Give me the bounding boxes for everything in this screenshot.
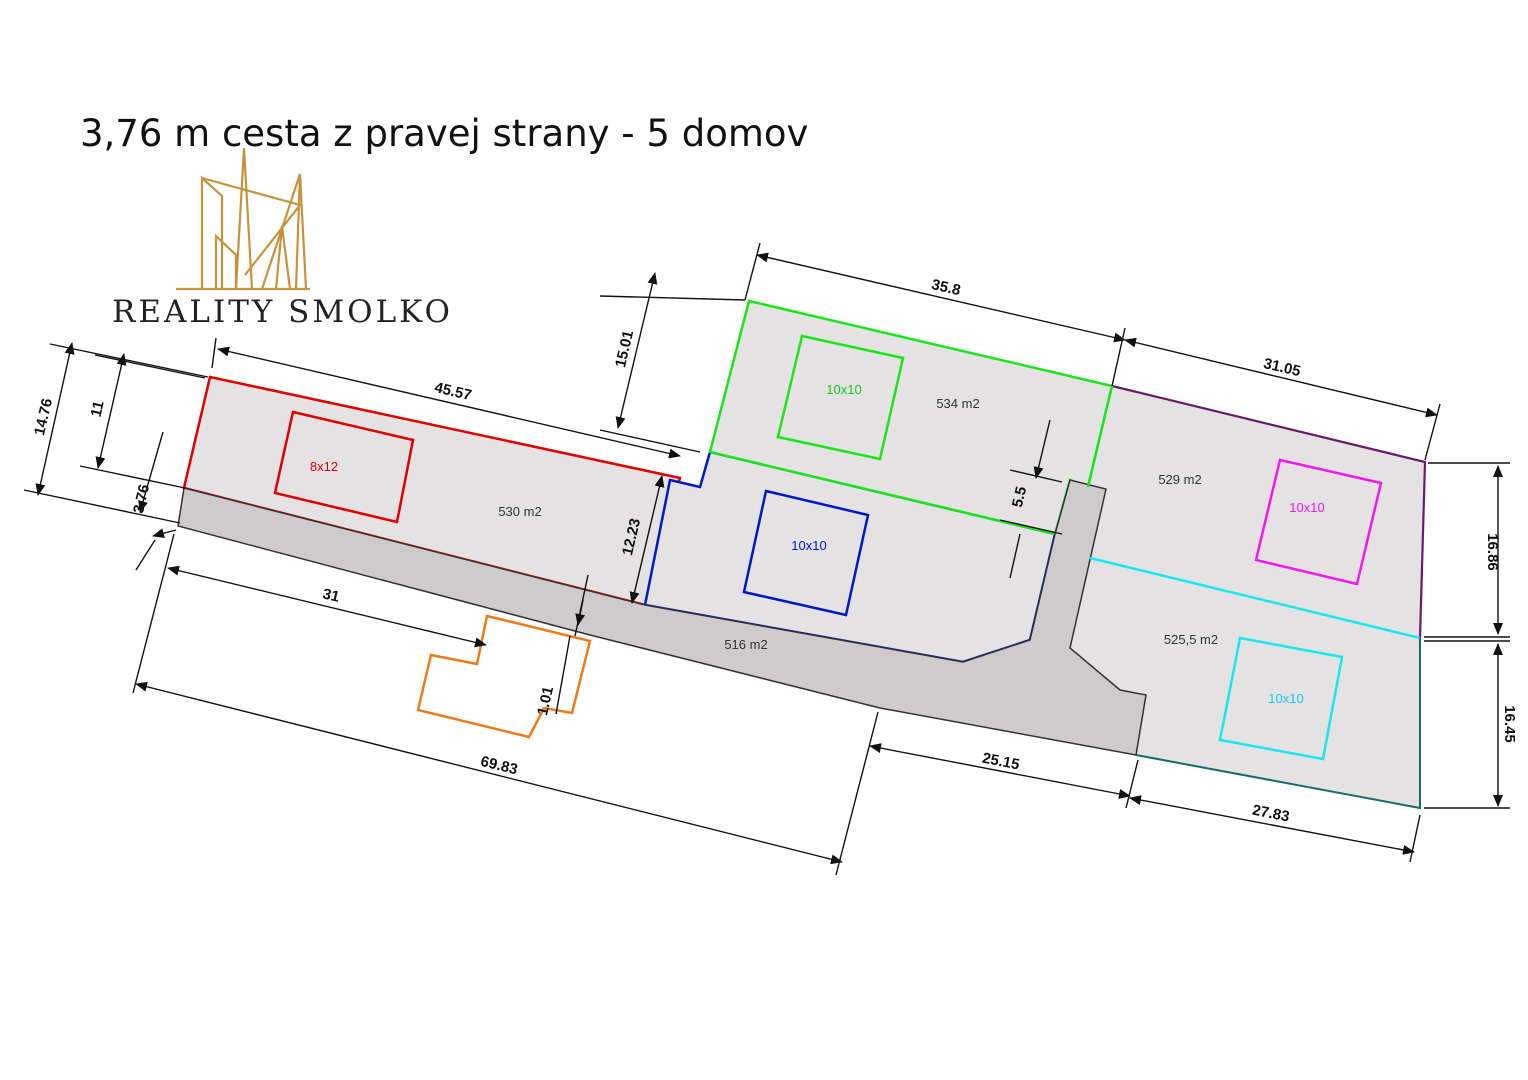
- dim-label-25-15: 25.15: [981, 750, 1021, 774]
- road: [177, 479, 1147, 756]
- dim-label-16-86: 16.86: [1484, 533, 1501, 571]
- lot-green-divider: [1086, 385, 1114, 488]
- dim-label-69-83: 69.83: [479, 753, 520, 779]
- house-green: [776, 334, 905, 461]
- area-label-road: 516 m2: [724, 637, 767, 652]
- house-blue: [742, 489, 870, 617]
- dim-label-31-05: 31.05: [1262, 355, 1302, 380]
- house-label-green: 10x10: [826, 382, 861, 397]
- house-label-red: 8x12: [310, 459, 338, 474]
- dim-label-35-8: 35.8: [930, 276, 962, 299]
- dim-label-5-5: 5.5: [1009, 485, 1030, 509]
- area-label-green-lot: 534 m2: [936, 396, 979, 411]
- dim-label-11: 11: [88, 399, 108, 418]
- house-label-cyan: 10x10: [1268, 691, 1303, 706]
- house-magenta: [1254, 458, 1383, 586]
- dim-label-16-45: 16.45: [1501, 705, 1518, 743]
- dim-label-27-83: 27.83: [1251, 802, 1291, 826]
- area-label-cyan-lot: 525,5 m2: [1164, 632, 1218, 647]
- area-label-purple-lot: 529 m2: [1158, 472, 1201, 487]
- lot-cyan-border: [1135, 638, 1421, 810]
- dim-label-31: 31: [321, 585, 341, 605]
- house-label-blue: 10x10: [791, 538, 826, 553]
- brand-logo-icon: [176, 147, 310, 291]
- house-label-magenta: 10x10: [1289, 500, 1324, 515]
- lot-divider-cyan: [1089, 556, 1421, 640]
- lot-cyan: [1070, 558, 1420, 808]
- lot-purple: [1088, 386, 1425, 638]
- area-label-red-lot: 530 m2: [498, 504, 541, 519]
- house-cyan: [1218, 636, 1344, 761]
- dim-label-1-01: 1.01: [534, 685, 557, 717]
- dim-label-3-76: 3.76: [130, 483, 153, 515]
- brand-name: REALITY SMOLKO: [112, 294, 453, 330]
- page-title: 3,76 m cesta z pravej strany - 5 domov: [80, 112, 809, 155]
